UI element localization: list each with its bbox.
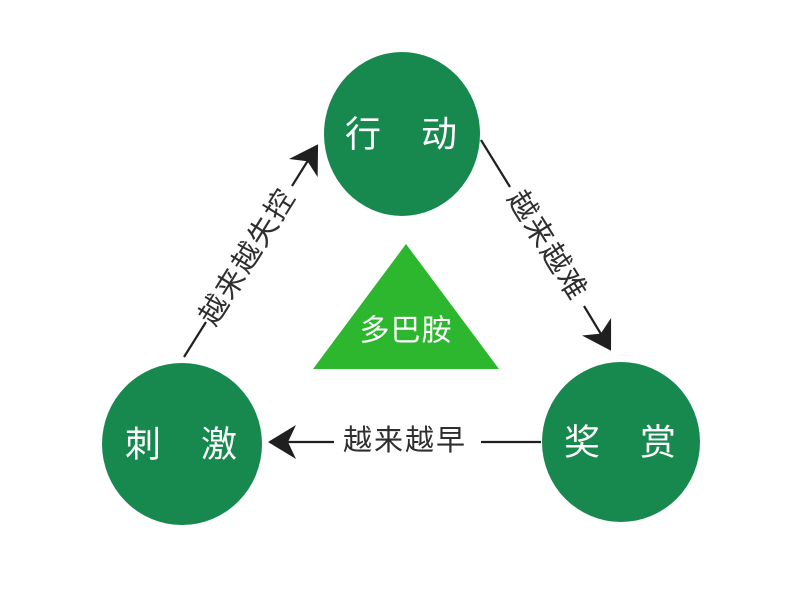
reward-node-circle <box>542 362 700 522</box>
edge-action-reward-label: 越来越难 <box>501 184 595 307</box>
dopamine-triangle-label: 多巴胺 <box>360 315 453 348</box>
edge-stimulus-action-label: 越来越失控 <box>193 182 303 331</box>
edge-stimulus-action-line-upper <box>288 144 319 187</box>
stimulus-node-circle <box>102 363 262 525</box>
action-node-circle <box>324 52 480 216</box>
action-node-label: 行 动 <box>345 114 459 155</box>
edge-action-reward-line-upper <box>480 139 511 188</box>
reward-node-label: 奖 赏 <box>564 422 678 463</box>
edge-reward-stimulus-label: 越来越早 <box>343 424 467 457</box>
dopamine-triangle <box>313 244 499 369</box>
edge-action-reward-line-lower <box>581 305 612 351</box>
stimulus-node-label: 刺 激 <box>125 424 239 465</box>
edge-stimulus-action-line-lower <box>183 321 207 358</box>
